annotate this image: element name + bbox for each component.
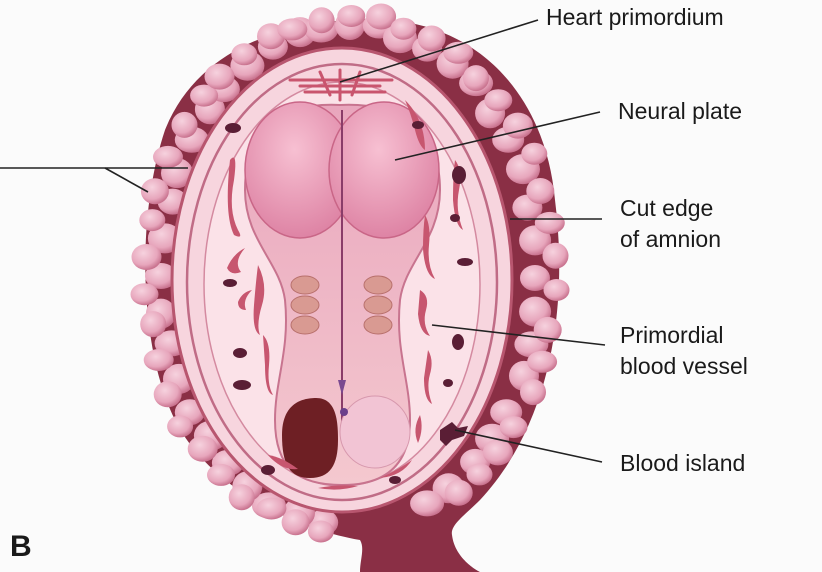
- yolk-cell: [503, 113, 533, 139]
- yolk-cell: [410, 490, 444, 516]
- yolk-cell: [484, 89, 512, 111]
- yolk-cell: [205, 64, 235, 90]
- yolk-cell: [256, 498, 286, 520]
- yolk-cell: [526, 178, 554, 204]
- label-cut-edge-line2: of amnion: [620, 226, 721, 253]
- yolk-cell: [544, 279, 570, 301]
- label-blood-island: Blood island: [620, 450, 745, 477]
- leader-left-branch1: [105, 168, 148, 192]
- yolk-cell: [131, 283, 159, 305]
- yolk-cell: [527, 351, 557, 373]
- yolk-cell: [520, 379, 546, 405]
- panel-letter: B: [10, 530, 32, 564]
- yolk-cell: [418, 26, 446, 52]
- yolk-cell: [445, 480, 473, 506]
- yolk-cell: [231, 43, 257, 65]
- yolk-cell: [308, 521, 334, 543]
- yolk-cell: [153, 146, 183, 168]
- yolk-cell: [309, 7, 335, 33]
- yolk-cell: [139, 209, 165, 231]
- yolk-cell: [132, 244, 162, 270]
- label-cut-edge-line1: Cut edge: [620, 195, 713, 222]
- cloacal-region: [340, 396, 410, 468]
- yolk-cell: [140, 311, 166, 337]
- yolk-cell: [463, 65, 489, 91]
- yolk-cell: [337, 5, 365, 27]
- yolk-cell: [172, 112, 198, 138]
- label-neural-plate: Neural plate: [618, 98, 742, 125]
- yolk-cell: [543, 243, 569, 269]
- label-primordial-vessel-line2: blood vessel: [620, 353, 748, 380]
- yolk-cell: [483, 439, 513, 465]
- label-heart-primordium: Heart primordium: [546, 4, 724, 31]
- yolk-cell: [144, 349, 174, 371]
- yolk-cell: [535, 212, 565, 234]
- yolk-cell: [500, 416, 528, 438]
- yolk-cell: [521, 143, 547, 165]
- yolk-cell: [282, 509, 310, 535]
- yolk-cell: [277, 18, 307, 40]
- yolk-cell: [390, 18, 416, 40]
- yolk-cell: [167, 415, 193, 437]
- yolk-cell: [207, 464, 235, 486]
- yolk-cell: [467, 463, 493, 485]
- yolk-cell: [188, 436, 218, 462]
- label-primordial-vessel-line1: Primordial: [620, 322, 724, 349]
- yolk-cell: [229, 484, 255, 510]
- yolk-cell: [154, 381, 182, 407]
